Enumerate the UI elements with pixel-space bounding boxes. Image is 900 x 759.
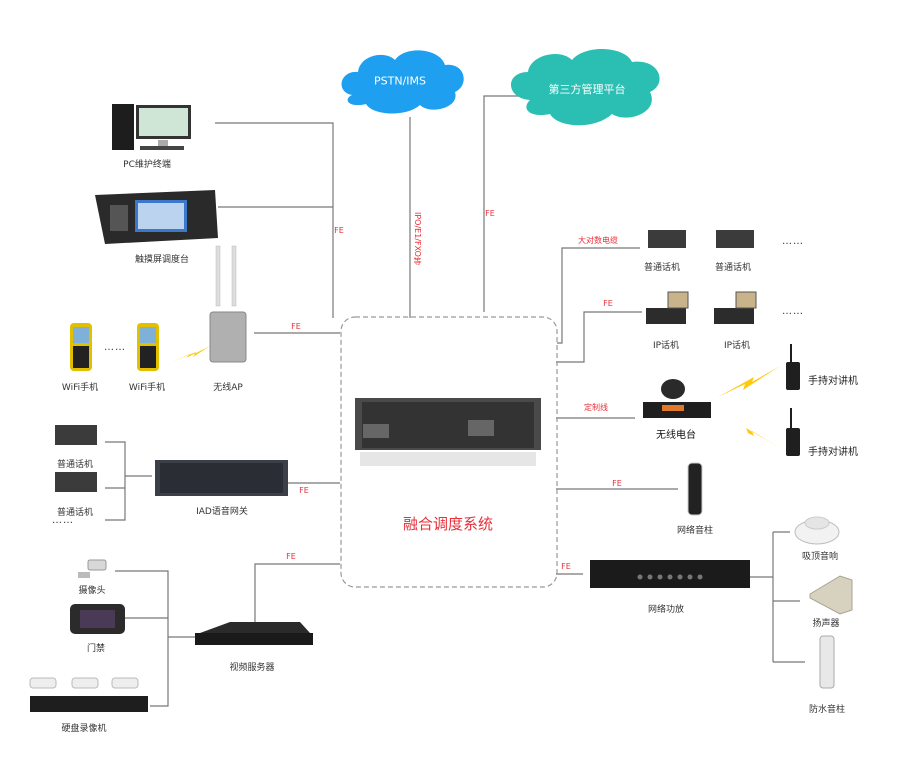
nvr-icon [29,677,148,712]
label-wifi-phone-2: WiFi手机 [128,383,166,393]
label-walkie-2: 手持对讲机 [808,447,858,458]
label-horn-speaker: 扬声器 [812,619,840,629]
cloud-third-party-label: 第三方管理平台 [548,83,626,96]
connection-lines [105,95,805,707]
waterproof-column-icon [819,635,835,689]
wifi-phone-2-icon [137,323,159,371]
cloud-third-party [510,48,660,126]
ip-phone-1-icon [646,291,689,324]
link-label-thirdparty-fe: FE [485,209,495,218]
ellipsis-wifi-phones: …… [104,342,126,353]
horn-speaker-icon [809,575,853,615]
core-system-label: 融合调度系统 [402,515,494,533]
link-label-column-fe: FE [612,479,622,488]
label-network-amplifier: 网络功放 [647,605,685,615]
label-analog-phone-left-2: 普通话机 [56,508,94,518]
label-analog-phone-right-2: 普通话机 [714,263,752,273]
label-ceiling-speaker: 吸顶音响 [801,552,839,562]
line-thirdparty-core [483,95,520,312]
ellipsis-analog-phones-left: …… [52,515,74,526]
ellipsis-analog-phones-right: …… [782,236,804,247]
analog-phone-left-2-icon [55,472,97,492]
label-analog-phone-left-1: 普通话机 [56,460,94,470]
link-label-custom-line: 定制线 [584,403,608,412]
label-video-server: 视频服务器 [229,663,275,673]
line-analog-phones-right [557,247,640,344]
ellipsis-ip-phones: …… [782,306,804,317]
pc-terminal-icon [112,104,191,150]
link-label-large-pair-cable: 大对数电缆 [578,236,618,245]
analog-phone-right-2-icon [716,230,754,248]
line-speakers [750,531,805,663]
label-iad-gateway: IAD语音网关 [196,507,248,517]
core-boundary [340,316,558,588]
line-pc-core [215,122,334,318]
ip-phones [646,291,757,324]
lightning-wifi-icon [172,346,210,362]
label-network-column-speaker: 网络音柱 [676,526,714,536]
link-label-ip-fe: FE [603,299,613,308]
label-wifi-phone-1: WiFi手机 [61,383,99,393]
cloud-pstn-label: PSTN/IMS [374,74,426,88]
video-server-icon [195,622,313,645]
analog-phones-left [55,425,97,492]
label-nvr: 硬盘录像机 [61,724,107,734]
label-access-control: 门禁 [86,644,106,654]
label-pc-terminal: PC维护终端 [123,160,171,170]
label-ip-phone-1: IP话机 [652,341,680,351]
walkie-2-icon [786,408,800,456]
analog-phone-left-1-icon [55,425,97,445]
touch-console-icon [95,190,218,244]
link-label-iad-fe: FE [299,486,309,495]
analog-phones-right [648,230,754,248]
analog-phone-right-1-icon [648,230,686,248]
radio-base-icon [643,379,711,418]
wireless-ap-icon [209,245,247,363]
link-label-pc-fe: FE [334,226,344,235]
label-ip-phone-2: IP话机 [723,341,751,351]
label-wireless-ap: 无线AP [213,383,243,393]
label-touch-console: 触摸屏调度台 [134,255,190,265]
camera-icon [78,559,107,578]
network-column-speaker-icon [687,462,703,516]
access-control-icon [70,604,125,634]
cloud-pstn [341,50,464,114]
iad-gateway-icon [155,460,288,496]
link-label-trunk: IPO/E1/FXO等 [413,212,422,265]
lightning-walkie-2-icon [722,420,780,448]
line-ip-phones [556,311,642,363]
core-system-rack-icon [355,398,541,466]
label-walkie-1: 手持对讲机 [808,376,858,387]
line-left-phones [105,441,152,521]
label-waterproof-column: 防水音柱 [808,705,846,715]
wireless-links [172,346,780,448]
link-label-amplifier-fe: FE [561,562,571,571]
line-video-server-core [254,563,340,622]
label-radio-base: 无线电台 [656,430,696,441]
label-camera: 摄像头 [78,586,106,596]
label-analog-phone-right-1: 普通话机 [643,263,681,273]
wifi-phone-1-icon [70,323,92,371]
network-amplifier-icon [590,560,750,588]
line-video-devices [115,570,195,707]
link-label-ap-fe: FE [291,322,301,331]
link-label-video-fe: FE [286,552,296,561]
walkies [786,344,800,456]
ceiling-speaker-icon [794,516,840,545]
lightning-walkie-1-icon [718,366,780,397]
ip-phone-2-icon [714,291,757,324]
walkie-1-icon [786,344,800,390]
